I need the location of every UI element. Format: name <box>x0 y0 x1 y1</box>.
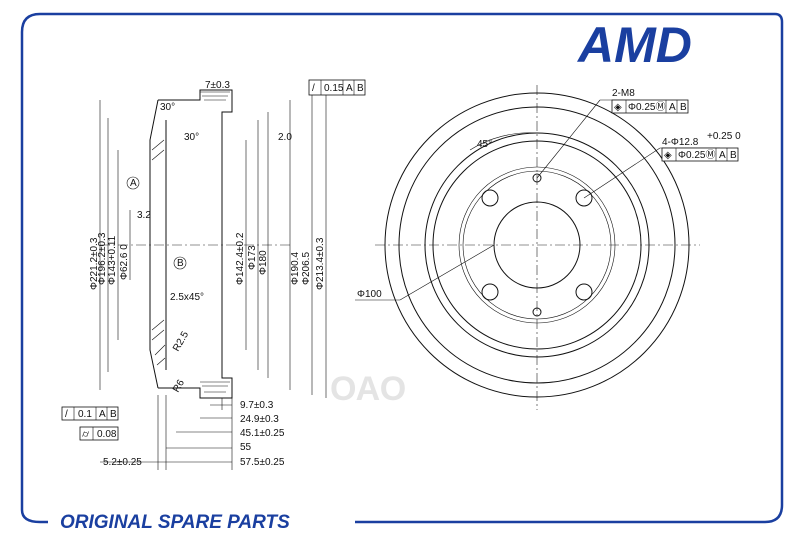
svg-text:A: A <box>130 178 137 189</box>
runout-frame-bottom: / 0.1 A B <box>61 406 119 421</box>
border-frame <box>355 12 784 524</box>
threaded-hole <box>532 173 542 183</box>
svg-text:Φ0.25Ⓜ: Φ0.25Ⓜ <box>628 101 665 113</box>
svg-text:0.15: 0.15 <box>324 83 344 94</box>
svg-text:A: A <box>346 83 353 94</box>
hole-callout: 2-M8 <box>612 88 635 99</box>
svg-text:B: B <box>680 102 687 113</box>
svg-text:A: A <box>719 150 726 161</box>
bolt-hole <box>481 189 499 207</box>
angle-label: 45° <box>477 139 492 150</box>
dim-d213: Φ213.4±0.3 <box>315 237 326 290</box>
dim-57-5: 57.5±0.25 <box>240 457 285 468</box>
dim-24-9: 24.9±0.3 <box>240 414 279 425</box>
dim-d206: Φ206.5 <box>301 252 312 285</box>
dim-d173: Φ173 <box>247 245 258 270</box>
svg-text:◈: ◈ <box>614 102 622 113</box>
rough-b: 3.2 <box>137 210 151 221</box>
svg-text:A: A <box>669 102 676 113</box>
runout-frame-top: / 0.15 A B <box>308 79 366 96</box>
dim-d62: Φ62.6 0 <box>119 244 130 280</box>
bolt-hole <box>575 189 593 207</box>
dim-d196: Φ196.2±0.3 <box>97 232 108 285</box>
dim-d143: Φ143+0.11 <box>107 235 118 285</box>
svg-text:B: B <box>177 258 184 269</box>
border-frame-left <box>20 12 560 524</box>
dim-45-1: 45.1±0.25 <box>240 428 285 439</box>
bolt-callout: 4-Φ12.8 <box>662 137 699 148</box>
chamfer-label: 2.5x45° <box>170 292 204 303</box>
logo-text: AMD <box>576 17 692 73</box>
footer-slogan: ORIGINAL SPARE PARTS <box>60 512 290 533</box>
bolt-tol: +0.25 0 <box>707 131 741 142</box>
svg-text:A: A <box>99 409 106 420</box>
dim-flange-width: 7±0.3 <box>205 80 230 91</box>
amd-logo: AMD <box>576 17 692 73</box>
side-section-view: 7±0.3 30° 30° 2.0 / 0.15 A B Φ221.2±0.3 … <box>61 79 366 470</box>
dim-chamfer-inner: 30° <box>184 132 199 143</box>
svg-text:0.1: 0.1 <box>78 409 92 420</box>
svg-text:Φ0.25Ⓜ: Φ0.25Ⓜ <box>678 149 715 161</box>
dim-d221: Φ221.2±0.3 <box>89 237 100 290</box>
front-view: 45° 2-M8 ◈ Φ0.25Ⓜ A B 4-Φ12.8 +0.25 0 ◈ … <box>355 85 741 410</box>
bolt-hole <box>575 283 593 301</box>
bolt-hole <box>481 283 499 301</box>
dim-55: 55 <box>240 442 252 453</box>
rough-a: 2.0 <box>278 132 292 143</box>
radius-1: R2.5 <box>171 329 191 353</box>
datum-a: A <box>126 176 140 190</box>
svg-text:/: / <box>65 409 68 420</box>
dim-chamfer-outer: 30° <box>160 102 175 113</box>
svg-text:/: / <box>312 83 315 94</box>
dim-d180: Φ180 <box>258 250 269 275</box>
bolt-position-frame: ◈ Φ0.25Ⓜ A B <box>661 147 739 162</box>
svg-text:B: B <box>730 150 737 161</box>
svg-text:⌭: ⌭ <box>82 429 90 440</box>
threaded-hole <box>532 307 542 317</box>
svg-text:B: B <box>357 83 364 94</box>
dim-d142: Φ142.4±0.2 <box>235 232 246 285</box>
radius-2: R6 <box>171 378 187 395</box>
dim-5-2: 5.2±0.25 <box>103 457 142 468</box>
svg-text:B: B <box>110 409 117 420</box>
cylindricity-frame: ⌭ 0.08 <box>79 426 119 441</box>
hole-position-frame: ◈ Φ0.25Ⓜ A B <box>611 99 689 114</box>
watermark-text: ОАО <box>330 370 406 408</box>
center-dim: Φ100 <box>357 289 382 300</box>
svg-text:0.08: 0.08 <box>97 429 117 440</box>
datum-b: B <box>173 256 187 270</box>
dim-d190: Φ190.4 <box>290 252 301 285</box>
svg-text:◈: ◈ <box>664 150 672 161</box>
dim-9-7: 9.7±0.3 <box>240 400 274 411</box>
